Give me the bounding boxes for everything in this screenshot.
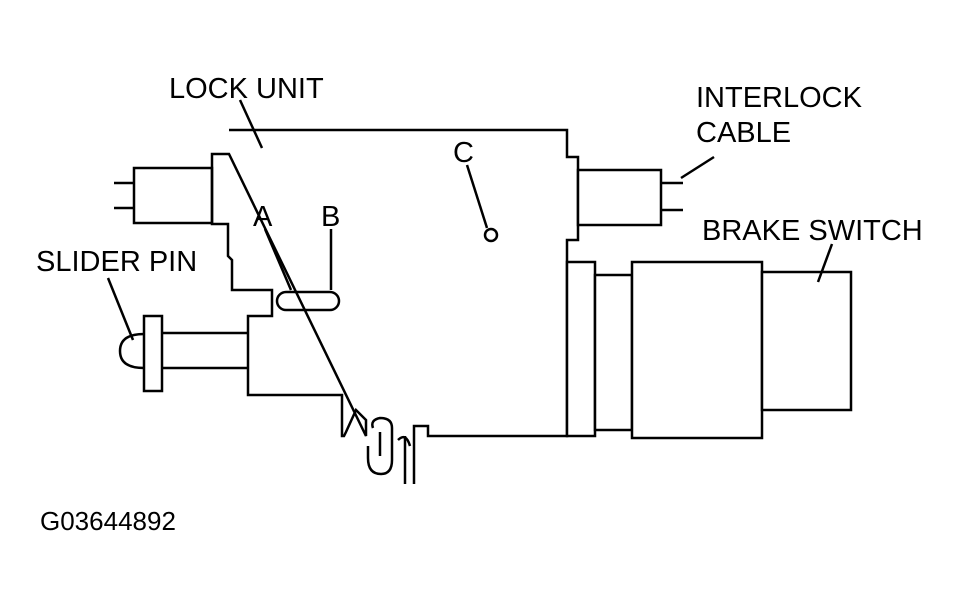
point-c-marker	[483, 227, 499, 243]
label-point-b: B	[321, 201, 340, 233]
slider-pin	[118, 314, 248, 393]
lock-unit-body	[210, 128, 580, 484]
bottom-clip	[366, 416, 412, 484]
label-slider-pin: SLIDER PIN	[36, 246, 197, 278]
label-interlock-line1: INTERLOCK	[696, 82, 863, 114]
leader-lines	[106, 99, 834, 341]
label-lock-unit: LOCK UNIT	[169, 73, 324, 105]
slot-ab	[275, 290, 341, 312]
label-brake-switch: BRAKE SWITCH	[702, 215, 923, 247]
brake-switch	[565, 260, 853, 440]
label-interlock-line2: CABLE	[696, 117, 791, 149]
interlock-cable-connector	[576, 168, 683, 227]
label-point-c: C	[453, 137, 474, 169]
label-point-a: A	[253, 201, 273, 233]
figure-id: G03644892	[40, 506, 176, 536]
left-cable-stub	[114, 166, 214, 225]
